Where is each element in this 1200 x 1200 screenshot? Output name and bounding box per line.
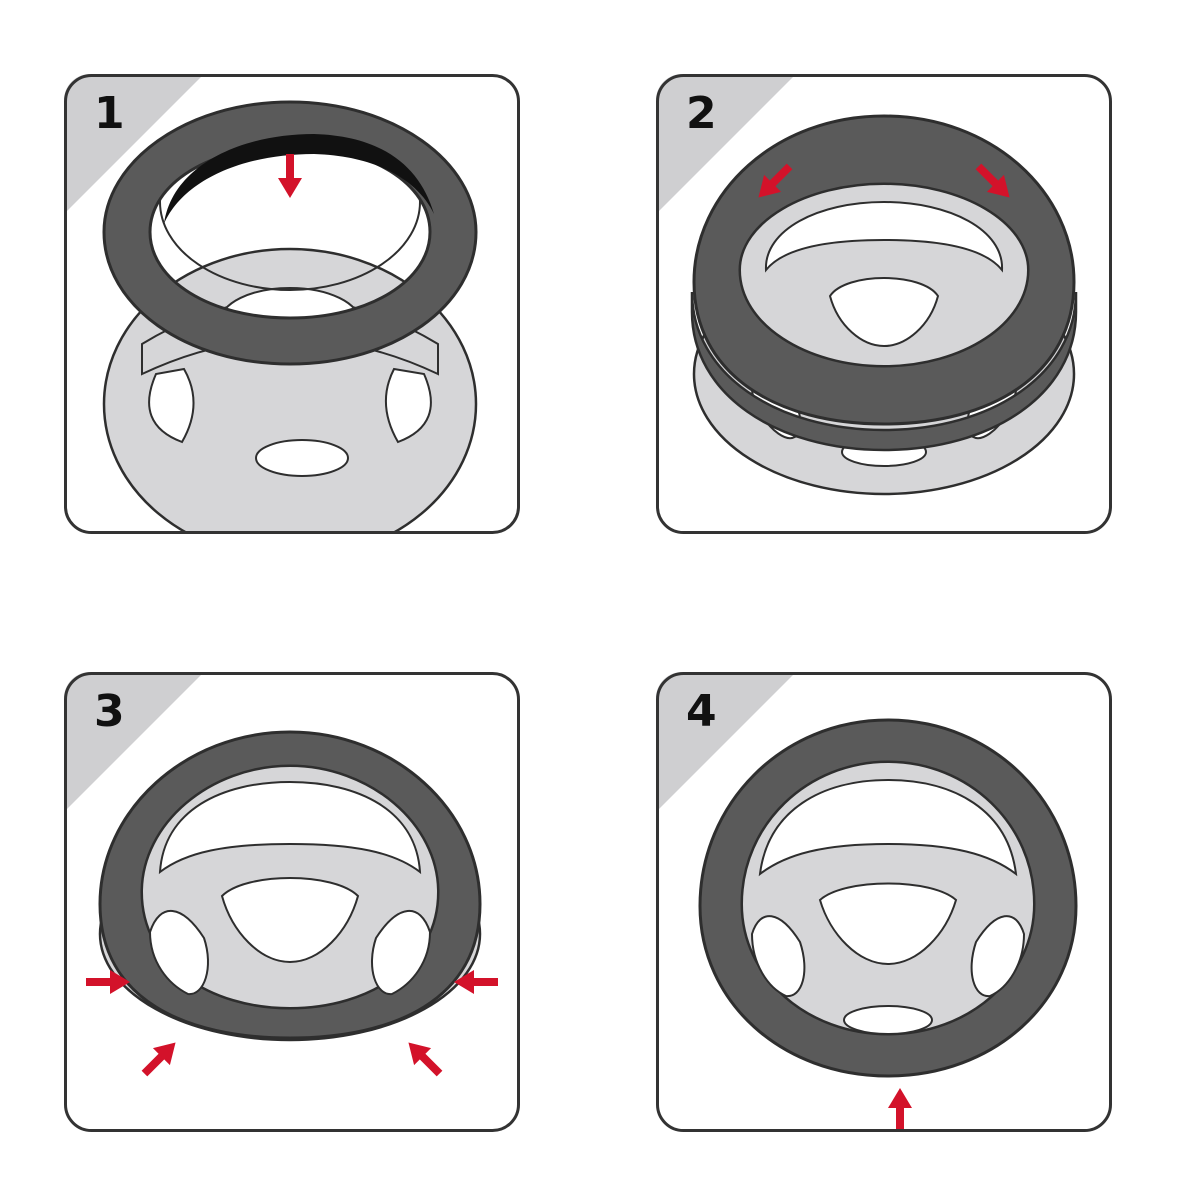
red-arrow-icon (454, 970, 498, 994)
red-arrow-icon (888, 1088, 912, 1132)
red-arrow-icon (408, 1042, 443, 1077)
corner-tab (656, 672, 796, 812)
steering-wheel-cover (692, 114, 1076, 426)
corner-tab (64, 672, 204, 812)
step-panel-2: 2 (656, 74, 1112, 534)
step-2-illustration (656, 74, 1112, 534)
red-arrow-icon (141, 1042, 176, 1077)
step-1-illustration (64, 74, 520, 534)
step-number-3: 3 (94, 686, 125, 737)
corner-tab (64, 74, 204, 214)
step-panel-1: 1 (64, 74, 520, 534)
panel-frame (656, 672, 1112, 1132)
red-arrow-icon (758, 163, 793, 198)
panel-frame (656, 74, 1112, 534)
red-arrow-icon (86, 970, 130, 994)
corner-tab (656, 74, 796, 214)
steering-wheel-cover (98, 730, 482, 1040)
step-number-2: 2 (686, 88, 717, 139)
red-arrow-icon (975, 163, 1010, 198)
step-number-1: 1 (94, 88, 125, 139)
red-arrow-icon (278, 154, 302, 198)
panel-frame (64, 74, 520, 534)
steering-wheel-cover (102, 100, 478, 366)
cover-band (690, 291, 1078, 452)
steering-wheel (740, 760, 1036, 1036)
step-number-4: 4 (686, 686, 717, 737)
panel-frame (64, 672, 520, 1132)
step-4-illustration (656, 672, 1112, 1132)
step-3-illustration (64, 672, 520, 1132)
step-panel-3: 3 (64, 672, 520, 1132)
step-panel-4: 4 (656, 672, 1112, 1132)
